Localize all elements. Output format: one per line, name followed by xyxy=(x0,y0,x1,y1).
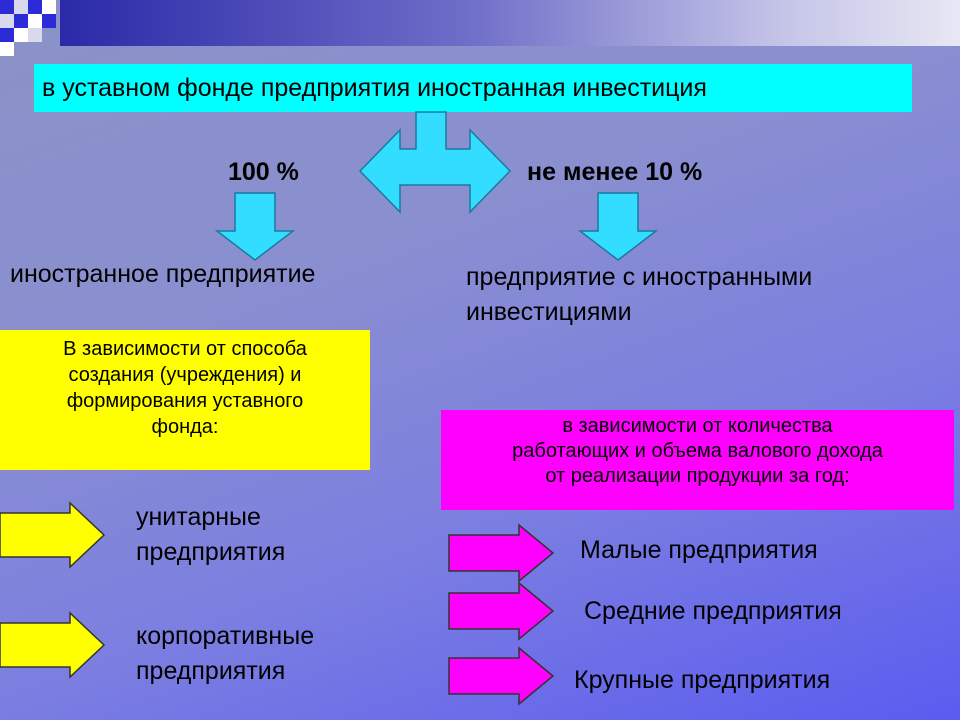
result-right-line1: предприятие с иностранными xyxy=(466,263,813,291)
down-arrow-left-icon xyxy=(214,192,296,261)
yellow-line: создания (учреждения) и xyxy=(68,364,302,386)
title-text: в уставном фонде предприятия иностранная… xyxy=(42,74,707,102)
right-arrow-magenta-icon xyxy=(448,646,555,706)
enterprise-with-foreign-investment-label: предприятие с иностранными инвестициями xyxy=(466,260,812,330)
size-criteria-box: в зависимости от количества работающих и… xyxy=(441,410,954,510)
title-box: в уставном фонде предприятия иностранная… xyxy=(34,64,912,112)
large-enterprises-label: Крупные предприятия xyxy=(574,666,831,694)
corporate-line1: корпоративные xyxy=(136,622,315,650)
unitary-line2: предприятия xyxy=(136,538,286,566)
unitary-enterprises-label: унитарные предприятия xyxy=(136,500,285,570)
branch-left-label: 100 % xyxy=(228,158,299,186)
result-right-line2: инвестициями xyxy=(466,298,632,326)
medium-enterprises-label: Средние предприятия xyxy=(584,597,842,625)
yellow-line: В зависимости от способа xyxy=(63,338,307,360)
decor-square xyxy=(0,42,14,56)
corporate-line2: предприятия xyxy=(136,657,286,685)
decor-square xyxy=(28,28,42,42)
yellow-line: фонда: xyxy=(151,416,219,438)
creation-method-box: В зависимости от способа создания (учреж… xyxy=(0,330,370,470)
decor-square xyxy=(0,28,14,42)
corporate-enterprises-label: корпоративные предприятия xyxy=(136,619,314,689)
decor-square xyxy=(42,14,56,28)
branch-right-label: не менее 10 % xyxy=(527,158,703,186)
small-enterprises-label: Малые предприятия xyxy=(580,536,818,564)
yellow-line: формирования уставного xyxy=(66,390,304,412)
decor-square xyxy=(28,14,42,28)
double-arrow-shape xyxy=(358,111,512,214)
right-arrow-yellow-icon xyxy=(0,501,106,569)
right-arrow-magenta-icon xyxy=(448,581,555,641)
right-arrow-magenta-icon xyxy=(448,523,555,583)
magenta-line: от реализации продукции за год: xyxy=(545,465,850,487)
right-arrow-yellow-icon xyxy=(0,611,106,679)
magenta-line: работающих и объема валового дохода xyxy=(512,440,883,462)
decor-square xyxy=(14,14,28,28)
down-arrow-right-icon xyxy=(577,192,659,261)
unitary-line1: унитарные xyxy=(136,503,261,531)
decor-square xyxy=(0,14,14,28)
magenta-line: в зависимости от количества xyxy=(562,415,833,437)
decor-square xyxy=(28,0,42,14)
decor-top-bar xyxy=(60,0,960,46)
decor-square xyxy=(14,0,28,14)
decor-square xyxy=(14,28,28,42)
decor-square xyxy=(42,0,56,14)
decor-square xyxy=(0,0,14,14)
foreign-enterprise-label: иностранное предприятие xyxy=(10,260,316,288)
